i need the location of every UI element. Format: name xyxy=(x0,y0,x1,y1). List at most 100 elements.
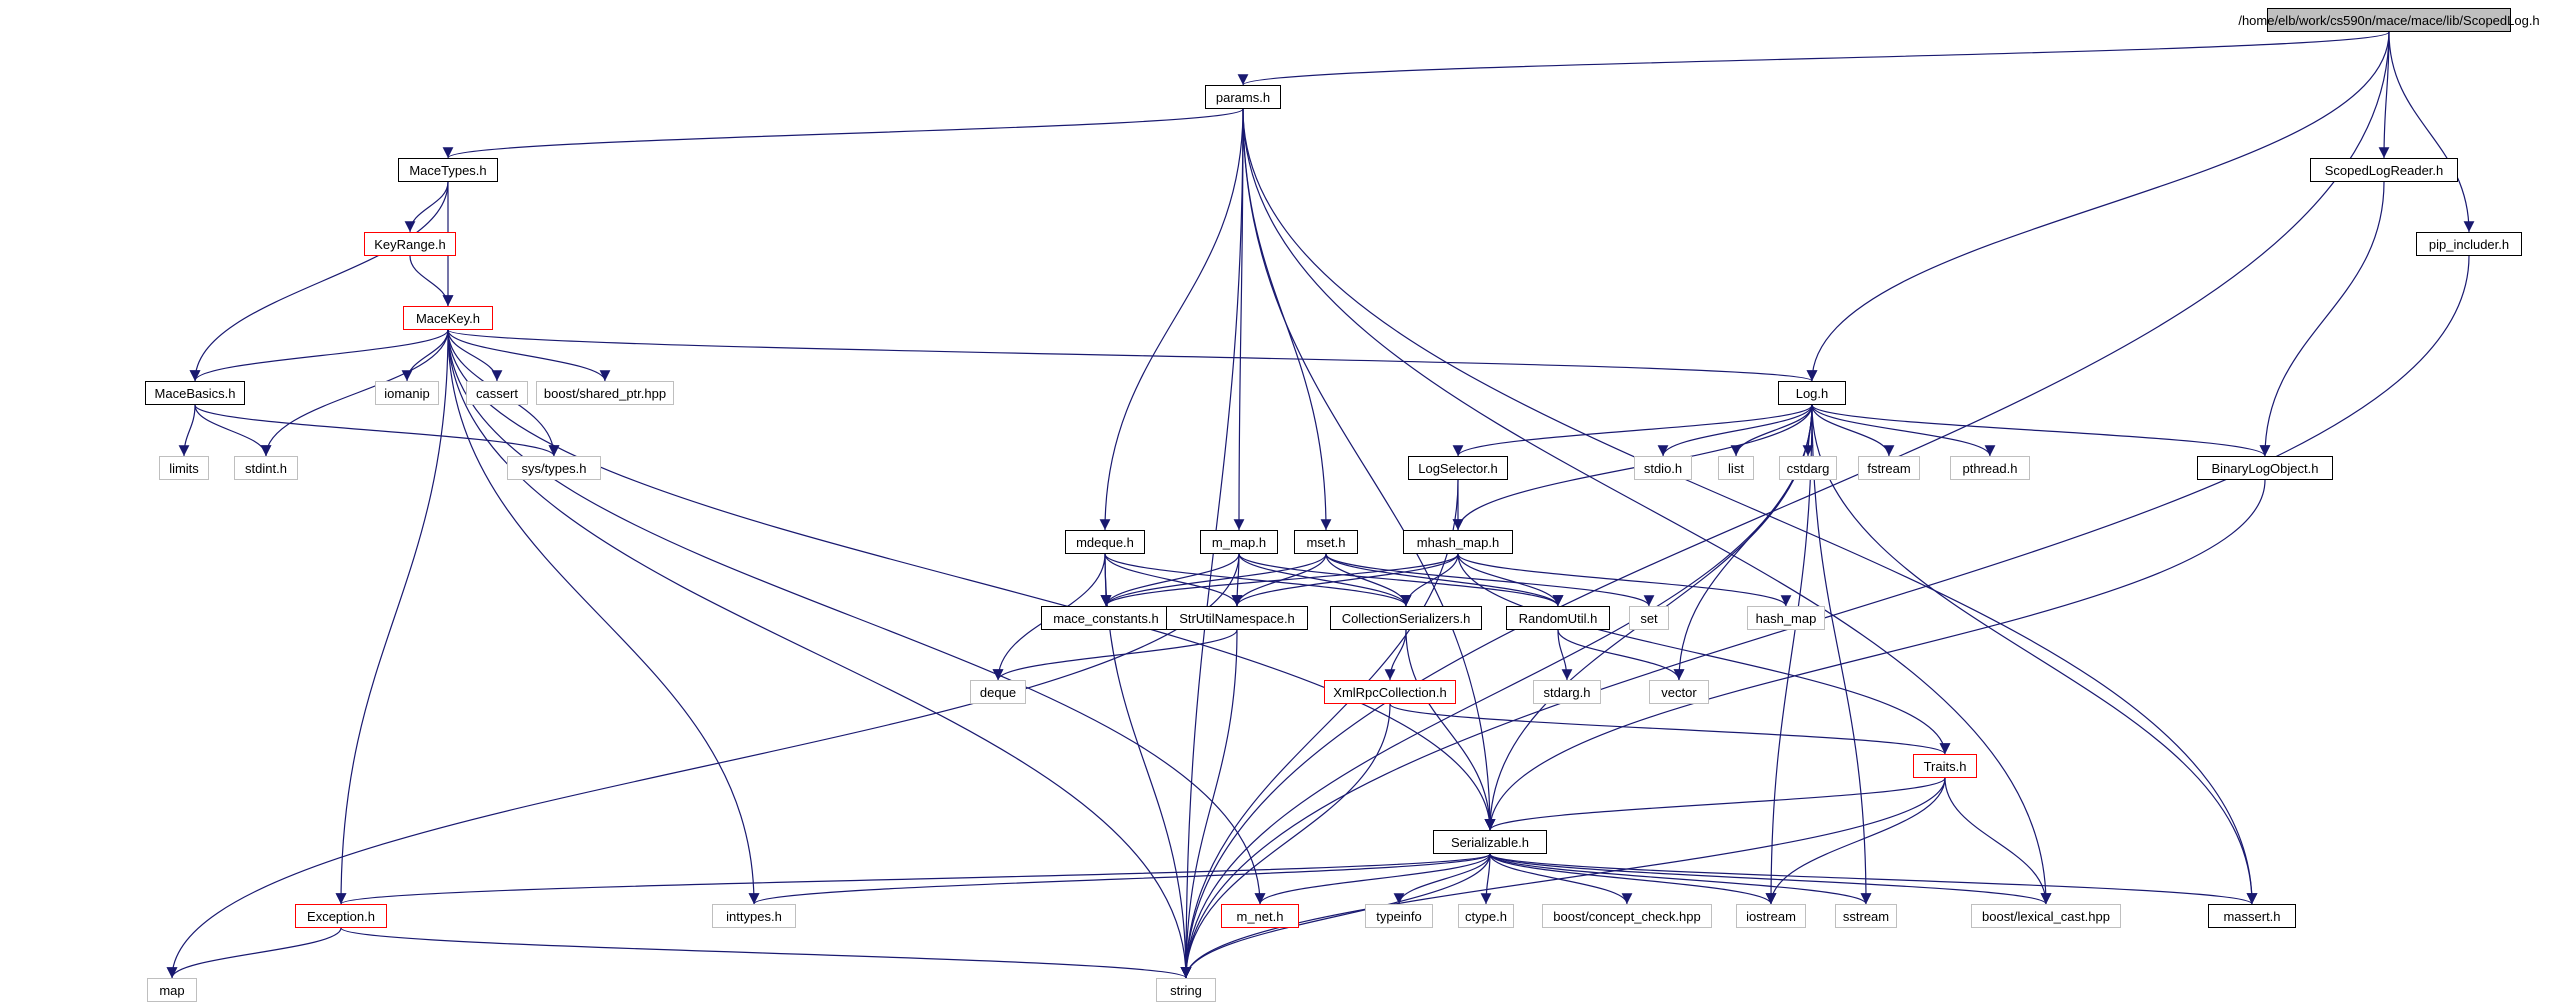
edge-xmlrpc-to-traits xyxy=(1389,703,1951,755)
edge-root-to-string xyxy=(1180,31,2390,979)
edge-exception-to-map xyxy=(166,927,342,979)
edge-mhashmap-to-maceconst xyxy=(1100,553,1459,607)
graph-node-scopedlogreader[interactable]: ScopedLogReader.h xyxy=(2310,158,2458,182)
edge-xmlrpc-to-string xyxy=(1180,703,1391,979)
graph-node-stdarg: stdarg.h xyxy=(1533,680,1601,704)
graph-node-stdio: stdio.h xyxy=(1634,456,1692,480)
graph-node-inttypes: inttypes.h xyxy=(712,904,796,928)
edge-log-to-stdio xyxy=(1657,404,1813,457)
edge-log-to-binarylog xyxy=(1811,404,2271,457)
edge-keyrange-to-macekey xyxy=(409,255,454,307)
edge-traits-to-iostream xyxy=(1765,777,1946,905)
graph-node-xmlrpc[interactable]: XmlRpcCollection.h xyxy=(1324,680,1456,704)
graph-node-params[interactable]: params.h xyxy=(1205,85,1281,109)
graph-node-iomanip: iomanip xyxy=(375,381,439,405)
edge-strutil-to-string xyxy=(1180,629,1238,979)
edge-log-to-list xyxy=(1730,404,1813,457)
graph-node-strutil[interactable]: StrUtilNamespace.h xyxy=(1166,606,1308,630)
edge-randomutil-to-vector xyxy=(1557,629,1685,681)
edge-root-to-pip xyxy=(2388,31,2475,233)
graph-node-concept: boost/concept_check.hpp xyxy=(1542,904,1712,928)
graph-node-mnet[interactable]: m_net.h xyxy=(1221,904,1299,928)
graph-node-stdint: stdint.h xyxy=(234,456,298,480)
edge-serializable-to-iostream xyxy=(1489,853,1777,905)
graph-node-vector: vector xyxy=(1649,680,1709,704)
edge-log-to-massert xyxy=(1811,404,2258,905)
edge-params-to-macetypes xyxy=(442,108,1244,159)
graph-node-pthread: pthread.h xyxy=(1950,456,2030,480)
edge-root-to-log xyxy=(1806,31,2390,382)
graph-node-mset[interactable]: mset.h xyxy=(1294,530,1358,554)
edge-macekey-to-macebasics xyxy=(189,329,449,382)
graph-node-string: string xyxy=(1156,978,1216,1002)
graph-node-typeinfo: typeinfo xyxy=(1365,904,1433,928)
graph-node-traits[interactable]: Traits.h xyxy=(1913,754,1977,778)
graph-node-deque: deque xyxy=(970,680,1026,704)
edge-params-to-lexical xyxy=(1242,108,2052,905)
graph-node-iostream: iostream xyxy=(1736,904,1806,928)
edge-serializable-to-concept xyxy=(1489,853,1633,905)
graph-node-macekey[interactable]: MaceKey.h xyxy=(403,306,493,330)
edge-logselector-to-string xyxy=(1180,479,1459,979)
graph-node-mhashmap[interactable]: mhash_map.h xyxy=(1403,530,1513,554)
edge-traits-to-string xyxy=(1180,777,1946,979)
edge-strutil-to-deque xyxy=(992,629,1238,681)
edge-serializable-to-ctype xyxy=(1480,853,1492,905)
edge-mdeque-to-collser xyxy=(1104,553,1412,607)
edge-serializable-to-lexical xyxy=(1489,853,2052,905)
edge-scopedlogreader-to-binarylog xyxy=(2259,181,2385,457)
edge-mmap-to-collser xyxy=(1238,553,1412,607)
edge-log-to-sstream xyxy=(1811,404,1872,905)
edge-mhashmap-to-randomutil xyxy=(1457,553,1564,607)
edge-collser-to-serializable xyxy=(1405,629,1496,831)
edge-params-to-massert xyxy=(1242,108,2258,905)
edge-mset-to-maceconst xyxy=(1100,553,1327,607)
edge-serializable-to-string xyxy=(1180,853,1491,979)
graph-node-exception[interactable]: Exception.h xyxy=(295,904,387,928)
edge-mmap-to-randomutil xyxy=(1238,553,1564,607)
edge-mhashmap-to-collser xyxy=(1400,553,1459,607)
graph-node-massert[interactable]: massert.h xyxy=(2208,904,2296,928)
edge-macekey-to-log xyxy=(447,329,1817,382)
edge-randomutil-to-stdarg xyxy=(1557,629,1573,681)
edge-log-to-fstream xyxy=(1811,404,1895,457)
graph-node-log[interactable]: Log.h xyxy=(1778,381,1846,405)
edge-macebasics-to-systypes xyxy=(194,404,560,457)
edge-serializable-to-inttypes xyxy=(748,853,1491,905)
edge-mset-to-set xyxy=(1325,553,1655,607)
graph-node-hash_map: hash_map xyxy=(1747,606,1825,630)
graph-node-pip[interactable]: pip_includer.h xyxy=(2416,232,2522,256)
edge-serializable-to-exception xyxy=(336,853,1491,905)
graph-node-shared_ptr: boost/shared_ptr.hpp xyxy=(536,381,674,405)
graph-node-cassert: cassert xyxy=(466,381,528,405)
graph-node-mdeque[interactable]: mdeque.h xyxy=(1065,530,1145,554)
edge-mhashmap-to-hash_map xyxy=(1457,553,1792,607)
edge-macekey-to-cassert xyxy=(447,329,503,382)
edge-traits-to-serializable xyxy=(1484,777,1946,831)
graph-node-collser[interactable]: CollectionSerializers.h xyxy=(1330,606,1482,630)
graph-node-keyrange[interactable]: KeyRange.h xyxy=(364,232,456,256)
graph-node-cstdarg: cstdarg xyxy=(1779,456,1837,480)
edge-root-to-params xyxy=(1238,31,2390,86)
graph-node-logselector[interactable]: LogSelector.h xyxy=(1408,456,1508,480)
graph-node-macebasics[interactable]: MaceBasics.h xyxy=(145,381,245,405)
edge-macekey-to-exception xyxy=(335,329,449,905)
edge-binarylog-to-serializable xyxy=(1484,479,2266,831)
graph-node-randomutil[interactable]: RandomUtil.h xyxy=(1506,606,1610,630)
graph-node-systypes: sys/types.h xyxy=(507,456,601,480)
edge-params-to-mdeque xyxy=(1099,108,1244,531)
edge-mset-to-randomutil xyxy=(1325,553,1564,607)
edge-macekey-to-stdint xyxy=(260,329,449,457)
graph-node-macetypes[interactable]: MaceTypes.h xyxy=(398,158,498,182)
edge-pip-to-string xyxy=(1180,255,2470,979)
graph-node-binarylog[interactable]: BinaryLogObject.h xyxy=(2197,456,2333,480)
edge-serializable-to-mnet xyxy=(1254,853,1491,905)
graph-node-serializable[interactable]: Serializable.h xyxy=(1433,830,1547,854)
graph-node-mmap[interactable]: m_map.h xyxy=(1200,530,1278,554)
edge-macekey-to-string xyxy=(447,329,1192,979)
graph-node-fstream: fstream xyxy=(1858,456,1920,480)
edge-mmap-to-map xyxy=(166,553,1240,979)
edge-mhashmap-to-strutil xyxy=(1231,553,1459,607)
graph-node-maceconst[interactable]: mace_constants.h xyxy=(1041,606,1171,630)
